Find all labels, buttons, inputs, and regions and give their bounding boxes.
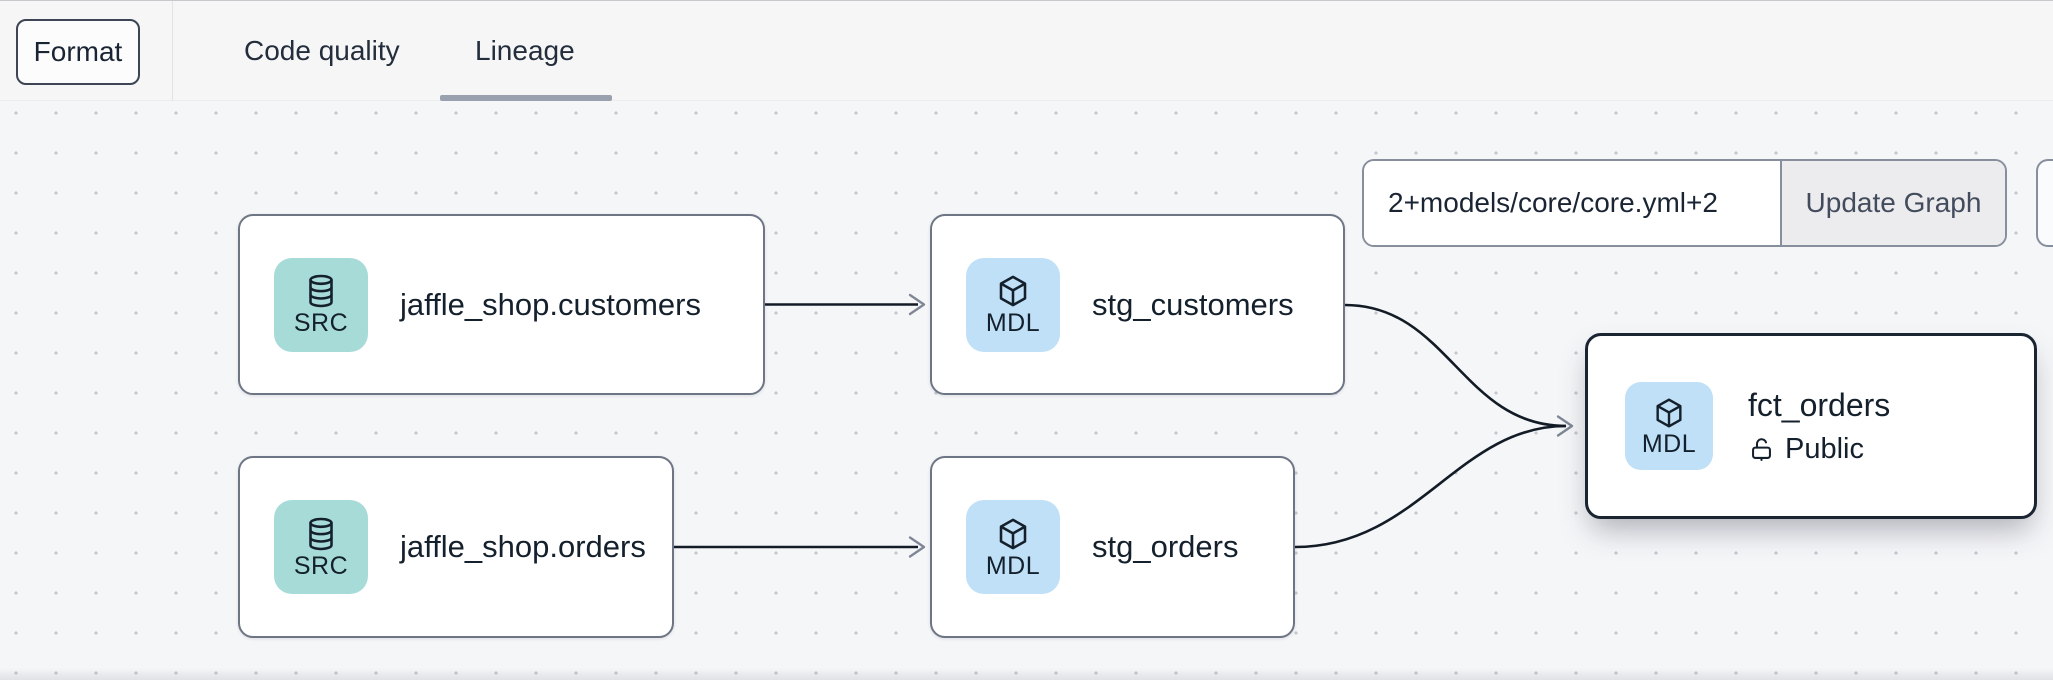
lineage-node-stg-orders[interactable]: MDL stg_orders	[930, 456, 1295, 638]
node-label: stg_orders	[1092, 529, 1239, 564]
update-graph-button[interactable]: Update Graph	[1780, 161, 2005, 245]
access-label: Public	[1785, 432, 1864, 465]
cropped-edge-panel[interactable]	[2036, 159, 2053, 247]
database-icon	[309, 517, 333, 550]
lineage-node-jaffle-shop-orders[interactable]: SRC jaffle_shop.orders	[238, 456, 674, 638]
node-label: jaffle_shop.customers	[400, 286, 701, 322]
database-icon	[309, 274, 333, 308]
badge-label: SRC	[293, 309, 349, 337]
lineage-node-stg-customers[interactable]: MDL stg_customers	[930, 214, 1345, 395]
top-toolbar: Format Code quality Lineage	[0, 1, 2053, 101]
badge-label: MDL	[985, 551, 1041, 580]
toolbar-divider	[172, 1, 173, 101]
access-row: Public	[1748, 433, 1890, 466]
node-label: stg_customers	[1092, 286, 1294, 322]
cube-icon	[999, 518, 1027, 549]
model-badge: MDL	[966, 500, 1060, 594]
selector-input[interactable]	[1364, 161, 1780, 245]
lock-open-icon	[1752, 437, 1771, 461]
graph-selector-group: Update Graph	[1362, 159, 2007, 247]
cube-icon	[999, 275, 1027, 307]
badge-label: SRC	[293, 551, 349, 580]
lineage-node-fct-orders[interactable]: MDL fct_orders Public	[1585, 333, 2037, 519]
model-badge: MDL	[1625, 382, 1713, 470]
source-badge: SRC	[274, 500, 368, 594]
format-button[interactable]: Format	[16, 19, 140, 85]
model-badge: MDL	[966, 257, 1060, 352]
node-label: jaffle_shop.orders	[400, 529, 646, 564]
cube-icon	[1656, 397, 1682, 428]
badge-label: MDL	[985, 309, 1041, 337]
badge-label: MDL	[1641, 429, 1697, 458]
lineage-node-jaffle-shop-customers[interactable]: SRC jaffle_shop.customers	[238, 214, 765, 395]
tab-lineage[interactable]: Lineage	[475, 35, 575, 66]
node-label: fct_orders	[1748, 386, 1891, 423]
node-text: fct_orders Public	[1748, 387, 1890, 466]
active-tab-indicator	[440, 95, 612, 101]
source-badge: SRC	[274, 257, 368, 352]
tab-code-quality[interactable]: Code quality	[244, 35, 400, 66]
